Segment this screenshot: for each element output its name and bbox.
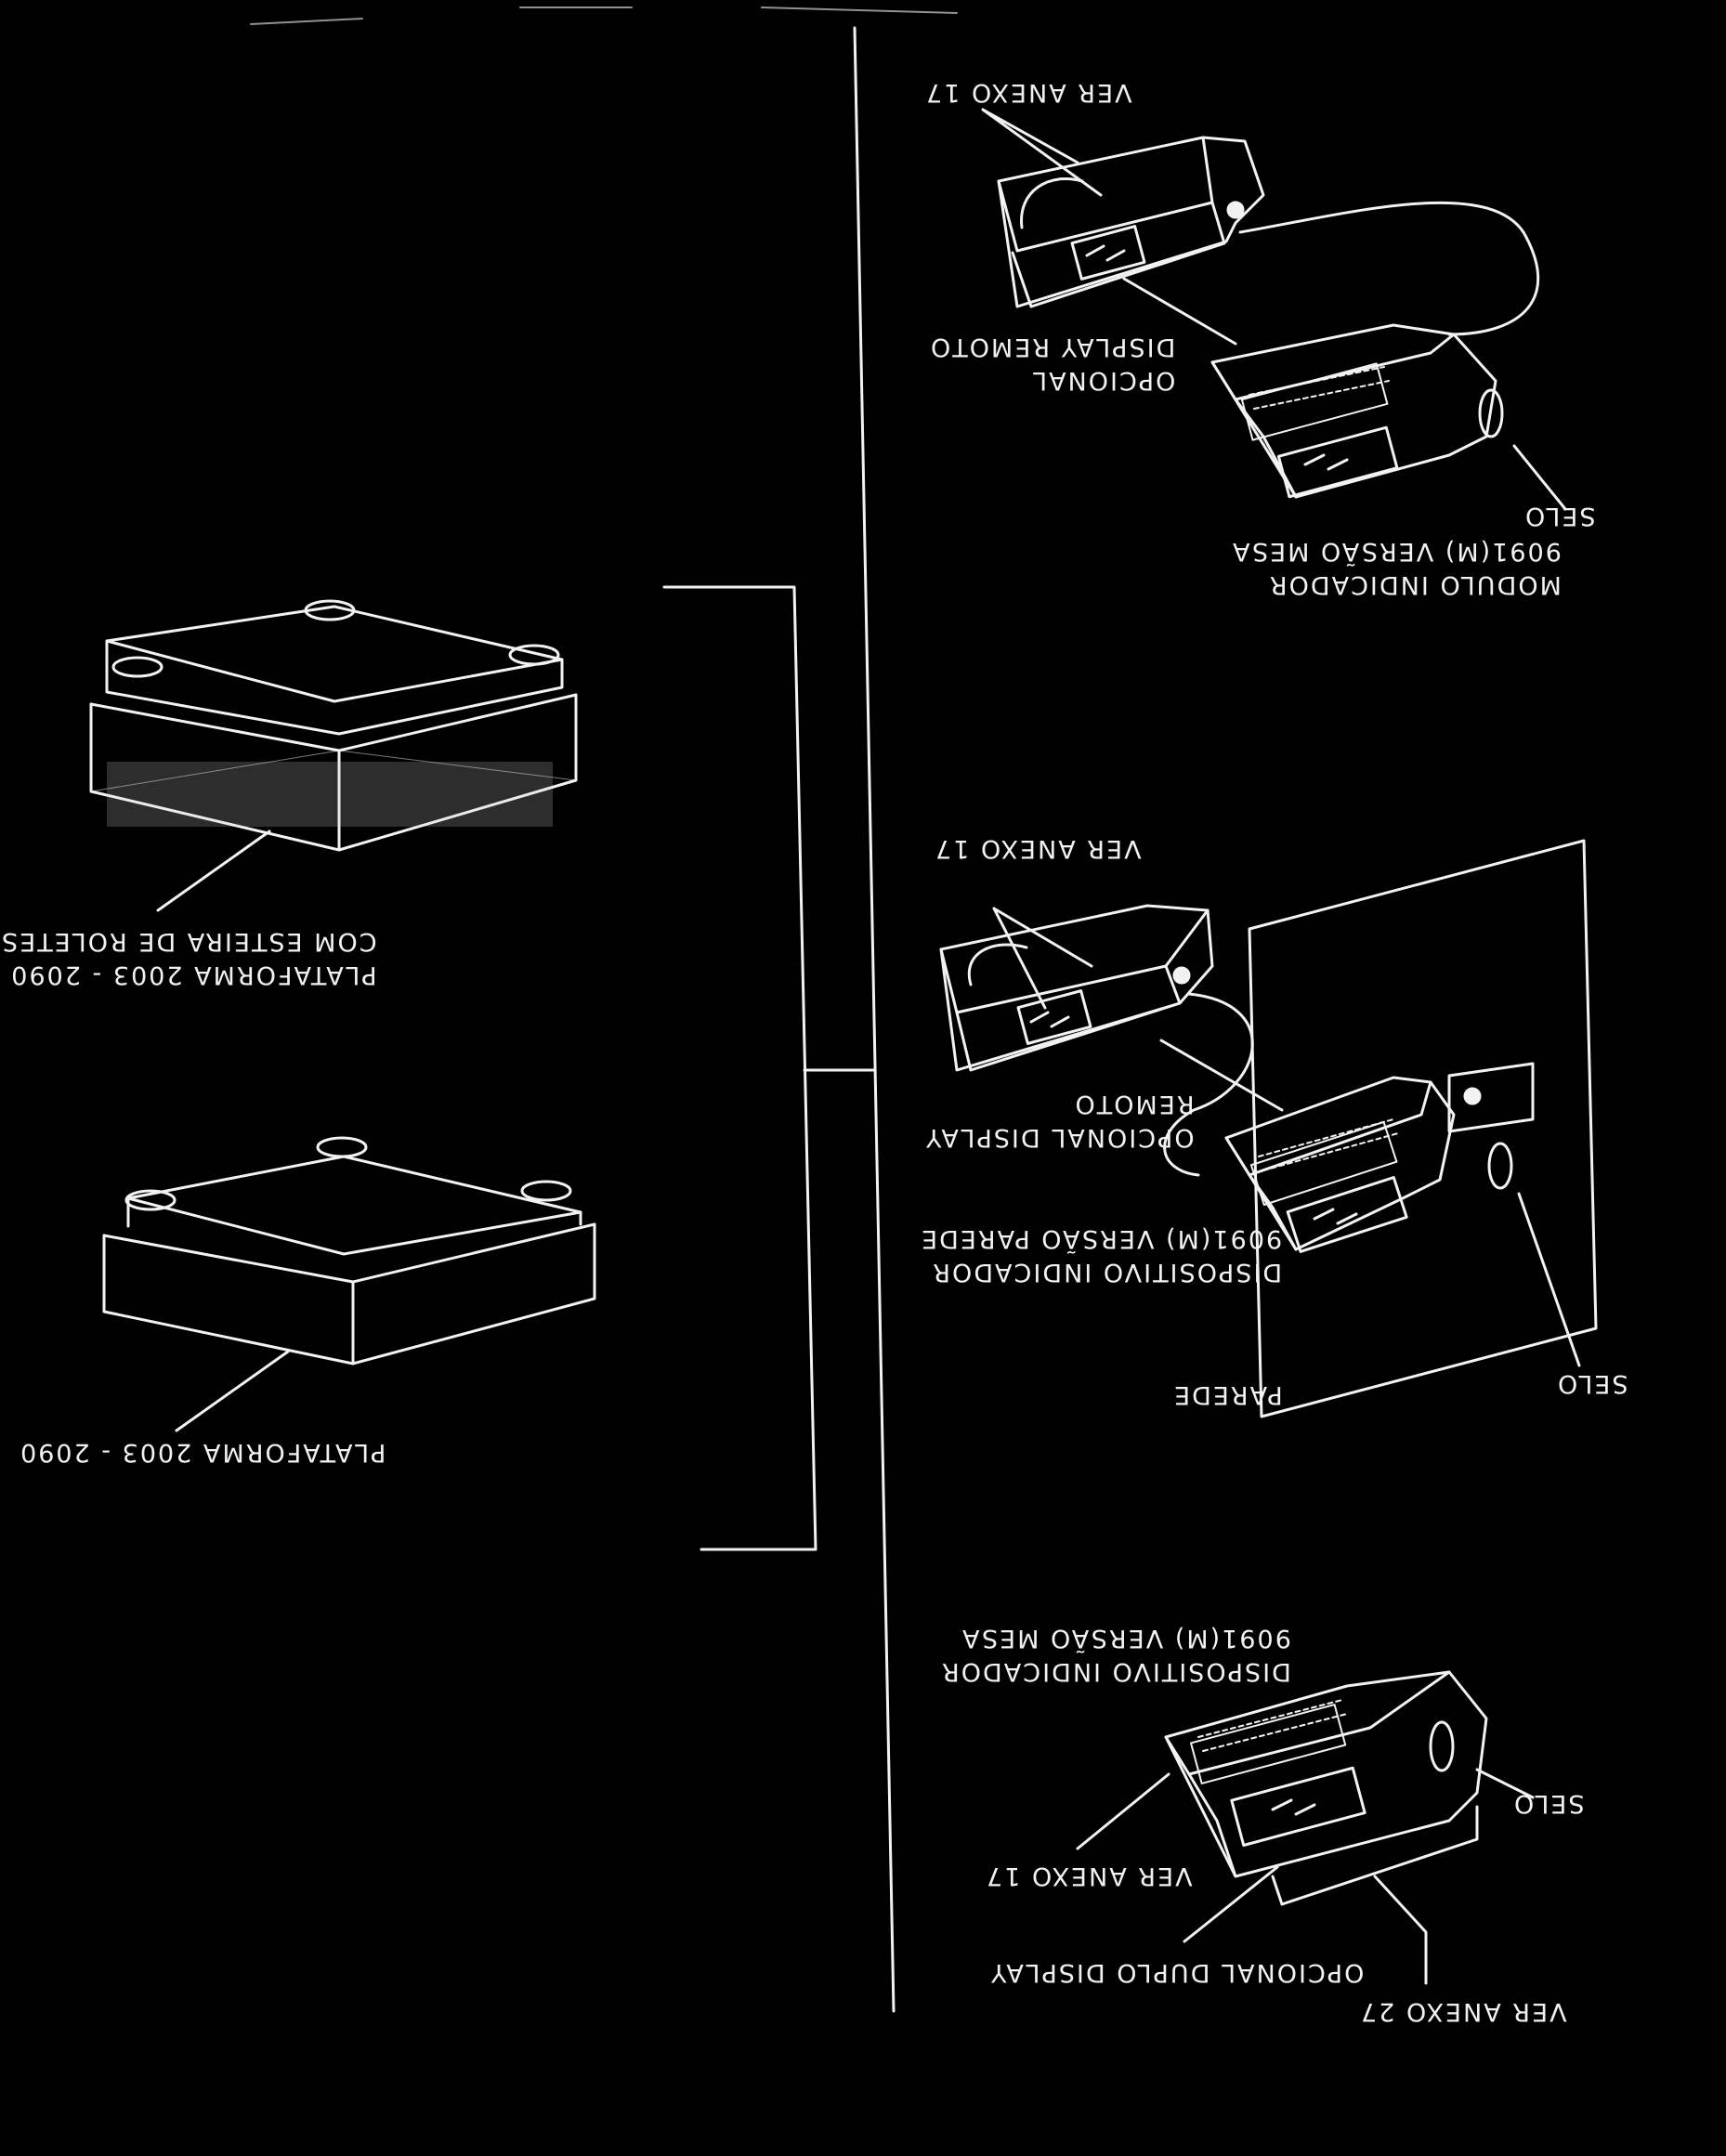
remote-display-top [997, 136, 1540, 336]
foot-icon [124, 1189, 177, 1211]
scan-specks [250, 7, 958, 25]
ver-anexo-text: VER ANEXO 17 [924, 78, 1132, 107]
dispositivo-parede-label: DISPOSITIVO INDICADOR 9091(M) VERSÃO PAR… [920, 1224, 1283, 1293]
device-line1: DISPOSITIVO INDICADOR [931, 1258, 1283, 1287]
foot-icon [520, 1180, 572, 1202]
foot-icon [316, 1136, 368, 1158]
platform-rollers-label: PLATAFORMA 2003 - 2090 COM ESTEIRA DE RO… [0, 927, 377, 996]
platform-rollers [89, 599, 578, 912]
option-line2: DISPLAY REMOTO [929, 333, 1176, 361]
device-line2: 9091(M) VERSÃO PAREDE [920, 1224, 1283, 1253]
platform-rollers-line1: PLATAFORMA 2003 - 2090 [9, 960, 377, 989]
selo-bottom: SELO [1512, 1789, 1585, 1818]
option-line1: OPCIONAL DISPLAY [924, 1123, 1195, 1152]
ver-anexo-text: VER ANEXO 17 [934, 834, 1142, 863]
foot-icon [304, 599, 356, 621]
selo-text: SELO [1556, 1369, 1628, 1398]
indicator-module-middle [1159, 1039, 1581, 1367]
ver-anexo-27: VER ANEXO 27 [1359, 1997, 1567, 2026]
opcional-display-remoto-top: OPCIONAL DISPLAY REMOTO [929, 333, 1176, 401]
parede-text: PAREDE [1172, 1380, 1283, 1409]
wall-plate [1248, 839, 1598, 1418]
foot-icon [111, 656, 163, 678]
connector-bracket [662, 585, 877, 1551]
ver-anexo-text: VER ANEXO 27 [1359, 1997, 1567, 2026]
ver-anexo-17-top: VER ANEXO 17 [924, 78, 1132, 107]
opcional-display-remoto-middle: OPCIONAL DISPLAY REMOTO [924, 1090, 1195, 1158]
device-line2: 9091(M) VERSÃO MESA [960, 1624, 1291, 1653]
modulo-indicador-label: MODULO INDICADOR 9091(M) VERSÃO MESA [1231, 537, 1562, 606]
ver-anexo-17-middle: VER ANEXO 17 [934, 834, 1142, 863]
option-line2: REMOTO [1073, 1090, 1195, 1118]
platform-rollers-line2: COM ESTEIRA DE ROLETES [0, 927, 377, 956]
indicator-module-top [981, 108, 1567, 511]
foot-icon [508, 644, 560, 666]
ver-anexo-17-bottom: VER ANEXO 17 [985, 1862, 1193, 1890]
module-line1: MODULO INDICADOR [1267, 570, 1562, 599]
module-line2: 9091(M) VERSÃO MESA [1231, 537, 1562, 566]
indicator-device-bottom [1076, 1670, 1535, 1985]
opcional-duplo-text: OPCIONAL DUPLO DISPLAY [989, 1958, 1365, 1987]
option-line1: OPCIONAL [1031, 366, 1176, 395]
selo-top: SELO [1523, 502, 1596, 530]
opcional-duplo-display: OPCIONAL DUPLO DISPLAY [989, 1958, 1365, 1987]
dispositivo-mesa-label: DISPOSITIVO INDICADOR 9091(M) VERSÃO MES… [940, 1624, 1291, 1692]
platform-plain-line1: PLATAFORMA 2003 - 2090 [19, 1438, 386, 1467]
ver-anexo-text: VER ANEXO 17 [985, 1862, 1193, 1890]
device-line1: DISPOSITIVO INDICADOR [940, 1657, 1291, 1686]
selo-text: SELO [1523, 502, 1596, 530]
remote-display-middle [939, 904, 1254, 1177]
selo-middle: SELO [1556, 1369, 1628, 1398]
platform-plain-label: PLATAFORMA 2003 - 2090 [19, 1438, 386, 1473]
selo-text: SELO [1512, 1789, 1585, 1818]
platform-plain [102, 1136, 596, 1432]
parede-label: PAREDE [1172, 1380, 1283, 1409]
center-divider [853, 26, 896, 2013]
